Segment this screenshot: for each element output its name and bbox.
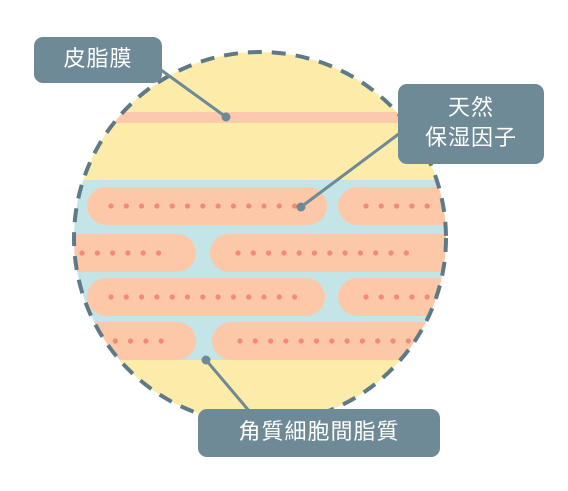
nmf-dot [94, 250, 100, 256]
nmf-dot [363, 294, 369, 300]
nmf-dot [268, 338, 274, 344]
nmf-dot [373, 250, 379, 256]
nmf-dot [246, 294, 252, 300]
nmf-dot [388, 250, 394, 256]
nmf-dot [276, 203, 282, 209]
nmf-dot [108, 203, 114, 209]
nmf-dot [250, 250, 256, 256]
nmf-dot [230, 294, 236, 300]
nmf-dot [283, 338, 289, 344]
nmf-dot [155, 250, 162, 256]
nmf-dot [378, 294, 384, 300]
nmf-dot [424, 294, 430, 300]
corneocyte-cell [74, 322, 196, 360]
nmf-dot [108, 294, 114, 300]
nmf-dot [123, 294, 129, 300]
nmf-dot [261, 294, 267, 300]
nmf-dot [424, 203, 430, 209]
nmf-dot [79, 250, 85, 256]
nmf-dot [378, 203, 384, 209]
nmf-dot [394, 294, 400, 300]
nmf-dot [235, 250, 241, 256]
nmf-dot [143, 338, 149, 344]
nmf-dot [296, 250, 302, 256]
nmf-dot [327, 250, 333, 256]
nmf-dot [139, 203, 145, 209]
nmf-dot [329, 338, 335, 344]
nmf-dot [311, 250, 318, 256]
nmf-dot [357, 250, 363, 256]
nmf-dot [246, 203, 252, 209]
nmf-dot [230, 203, 236, 209]
nmf-dot [140, 250, 146, 256]
nmf-dot [281, 250, 287, 256]
nmf-dot [261, 203, 267, 209]
nmf-dot [276, 294, 282, 300]
nmf-dot [359, 338, 365, 344]
nmf-dot [313, 338, 320, 344]
nmf-dot [215, 203, 221, 209]
sebum-label: 皮脂膜 [34, 37, 162, 83]
nmf-dot [158, 338, 164, 344]
nmf-dot [403, 250, 409, 256]
skin-layers [74, 52, 446, 424]
corneocyte-cell [74, 234, 196, 272]
corneocyte-cell [212, 322, 446, 360]
nmf-dot [154, 203, 160, 209]
nmf-dot [292, 294, 298, 300]
nmf-dot [154, 294, 160, 300]
nmf-dot [128, 338, 134, 344]
sebum-leader-line [149, 60, 227, 119]
nmf-dot [184, 203, 191, 209]
corneocyte-cell [338, 187, 446, 225]
sebum-film [74, 112, 446, 123]
nmf-dot [139, 294, 145, 300]
nmf-dot [215, 294, 221, 300]
sebum-leader-dot [221, 112, 231, 122]
nmf-dot [112, 338, 118, 344]
nmf-dot [344, 338, 350, 344]
nmf-dot [184, 294, 191, 300]
nmf-dot [200, 294, 206, 300]
lipid-leader-line [204, 359, 252, 413]
nmf-dot [123, 203, 129, 209]
nmf-dot [97, 338, 103, 344]
nmf-dot [125, 250, 131, 256]
nmf-dot [363, 203, 369, 209]
nmf-dot [169, 294, 175, 300]
nmf-dot [237, 338, 243, 344]
lipid-leader-dot [201, 355, 211, 365]
nmf-dot [375, 338, 381, 344]
nmf-dot [292, 203, 298, 209]
nmf-label: 天然 保湿因子 [398, 84, 544, 164]
corneocyte-cell [87, 278, 325, 316]
nmf-dot [405, 338, 411, 344]
nmf-dots [79, 203, 430, 344]
corneocyte-cell [87, 187, 327, 225]
corneocyte-cell [210, 234, 446, 272]
nmf-leader-dot [296, 202, 306, 212]
nmf-dot [409, 203, 415, 209]
nmf-dot [110, 250, 116, 256]
nmf-dot [252, 338, 258, 344]
nmf-dot [200, 203, 206, 209]
corneocyte-cell [338, 278, 446, 316]
intercellular-lipid-label: 角質細胞間脂質 [198, 409, 440, 457]
nmf-leader-line [300, 128, 405, 209]
nmf-dot [394, 203, 400, 209]
nmf-dot [266, 250, 272, 256]
nmf-dot [390, 338, 396, 344]
nmf-dot [169, 203, 175, 209]
nmf-dot [342, 250, 348, 256]
nmf-dot [298, 338, 304, 344]
nmf-dot [409, 294, 415, 300]
